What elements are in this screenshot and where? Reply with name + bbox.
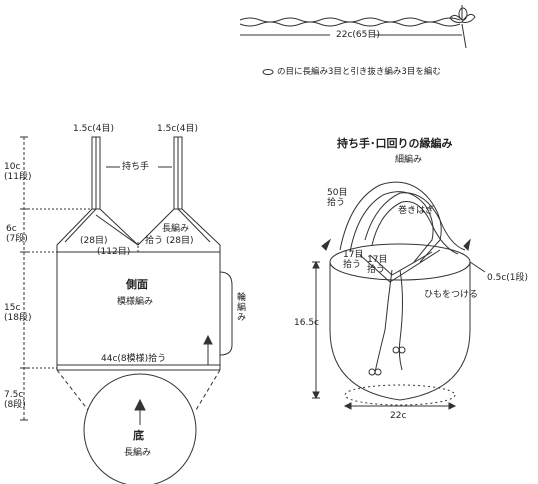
height-label: 16.5c (294, 318, 319, 328)
cord-label: ひもをつける (424, 290, 479, 300)
edge-label: 0.5c(1段) (487, 273, 529, 283)
base-subtitle: 長編み (124, 448, 152, 458)
wrap-seam-label: 巻きはぎ (398, 206, 435, 216)
bag-illustration (330, 182, 470, 405)
width-label: 22c (390, 411, 407, 421)
base-arrow (134, 398, 146, 411)
width-dimension (343, 402, 457, 410)
strap-width-left: 1.5c(4目) (73, 124, 115, 134)
dim-body: 15c(18段) (4, 303, 32, 323)
pick17-right-label: 17目拾う (367, 255, 388, 275)
side-panel-dashed (57, 256, 220, 362)
round-knit-bracket (220, 272, 232, 355)
base-circle (84, 374, 196, 484)
dim-shoulder: 6c(7段) (6, 224, 28, 244)
pick50-label: 50目拾う (327, 188, 348, 208)
strap-width-right: 1.5c(4目) (157, 124, 199, 134)
round-knit-label: 輪編み (235, 292, 245, 322)
legend-text: の目に長編み3目と引き抜き編み3目を編む (277, 67, 441, 77)
bottom-count-label: 44c(8模様)拾う (101, 354, 167, 364)
right-title: 持ち手･口回りの縁編み (337, 137, 453, 150)
chain-length-label: 22c(65目) (336, 30, 380, 40)
body-subtitle: 模様編み (117, 297, 154, 307)
base-title: 底 (133, 429, 144, 442)
total-stitch-label: (112目) (97, 247, 131, 257)
pick17-left-label: 17目拾う (343, 250, 364, 270)
handle-label: 持ち手 (122, 162, 150, 172)
stitch-top-label: 長編み (162, 224, 190, 234)
right-subtitle: 細編み (395, 155, 423, 165)
height-dimension (312, 260, 320, 400)
dim-base: 7.5c(8段) (4, 390, 26, 410)
pick-up-top-label: 拾う (145, 236, 164, 246)
left-dimension-rule (20, 137, 92, 420)
body-title: 側面 (126, 278, 148, 291)
chain-cord (240, 5, 475, 48)
legend-stitch-symbol (263, 70, 273, 75)
dim-handle: 10c(11段) (4, 162, 32, 182)
seg-right-label: (28目) (166, 236, 194, 246)
seg-left-label: (28目) (80, 236, 108, 246)
